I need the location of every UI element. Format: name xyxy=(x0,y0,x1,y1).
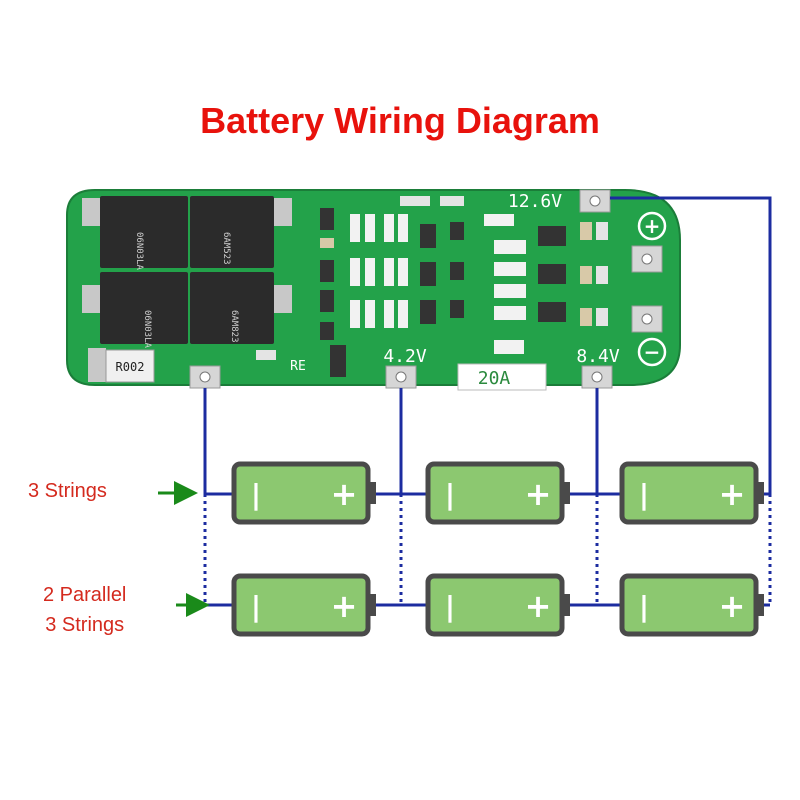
battery-positive-symbol: + xyxy=(719,475,746,513)
pad-b-minus xyxy=(189,365,221,389)
chip-label-2: 6AM523 xyxy=(221,232,231,265)
battery-negative-symbol: | xyxy=(445,590,455,623)
battery-negative-symbol: | xyxy=(639,478,649,511)
bms-board: 06N03LA 6AM523 06N03LA 6AM823 R002 xyxy=(66,189,681,391)
shunt-resistor-label: R002 xyxy=(116,360,145,374)
battery-negative-symbol: | xyxy=(639,590,649,623)
current-rating-label: 20A xyxy=(457,363,547,391)
row-label-series: 3 Strings xyxy=(28,476,107,506)
battery-cap xyxy=(564,482,570,504)
battery-body xyxy=(425,573,565,637)
battery-row2-3: |+ xyxy=(619,573,764,637)
battery-body xyxy=(231,461,371,525)
battery-row1-3: |+ xyxy=(619,461,764,525)
chip-label-1: 06N03LA xyxy=(134,232,144,271)
mosfet-chip-4: 6AM823 xyxy=(190,272,292,344)
diagram-title: Battery Wiring Diagram xyxy=(200,100,600,141)
battery-cap xyxy=(370,482,376,504)
battery-negative-symbol: | xyxy=(251,590,261,623)
battery-row2-1: |+ xyxy=(231,573,376,637)
svg-text:+: + xyxy=(644,214,661,238)
mosfet-chip-3: 06N03LA xyxy=(82,272,188,349)
mosfet-chip-2: 6AM523 xyxy=(190,196,292,268)
battery-positive-symbol: + xyxy=(525,475,552,513)
battery-body xyxy=(619,461,759,525)
battery-row1-2: |+ xyxy=(425,461,570,525)
shunt-resistor: R002 xyxy=(88,348,155,383)
battery-cap xyxy=(370,594,376,616)
battery-body xyxy=(619,573,759,637)
battery-positive-symbol: + xyxy=(719,587,746,625)
wiring xyxy=(203,196,772,607)
battery-cap xyxy=(758,482,764,504)
plus-terminal-icon: + xyxy=(637,211,667,241)
battery-negative-symbol: | xyxy=(251,478,261,511)
pad-4-2v xyxy=(385,365,417,389)
mosfet-chip-1: 06N03LA xyxy=(82,196,188,271)
pad-12-6v xyxy=(579,189,611,213)
label-4-2v: 4.2V xyxy=(383,346,427,367)
smd-components xyxy=(256,196,608,377)
battery-row1-1: |+ xyxy=(231,461,376,525)
row-label-parallel: 2 Parallel 3 Strings xyxy=(43,580,126,640)
battery-array: |+|+|+|+|+|+ xyxy=(231,461,764,637)
current-rating-text: 20A xyxy=(478,368,511,389)
battery-body xyxy=(425,461,565,525)
battery-cap xyxy=(564,594,570,616)
svg-text:−: − xyxy=(644,340,661,364)
battery-negative-symbol: | xyxy=(445,478,455,511)
row-label-series-line-1: 3 Strings xyxy=(28,480,107,502)
pad-8-4v xyxy=(581,365,613,389)
battery-positive-symbol: + xyxy=(331,475,358,513)
label-re: RE xyxy=(290,359,306,374)
parallel-connectors xyxy=(203,494,772,605)
pad-output-minus-1 xyxy=(631,305,663,333)
row-label-parallel-line-2: 3 Strings xyxy=(45,614,125,636)
label-8-4v: 8.4V xyxy=(576,346,620,367)
battery-positive-symbol: + xyxy=(331,587,358,625)
chip-label-4: 6AM823 xyxy=(229,310,239,343)
battery-body xyxy=(231,573,371,637)
battery-cap xyxy=(758,594,764,616)
chip-label-3: 06N03LA xyxy=(142,310,152,349)
battery-positive-symbol: + xyxy=(525,587,552,625)
pad-output-plus-1 xyxy=(631,245,663,273)
minus-terminal-icon: − xyxy=(637,337,667,367)
battery-row2-2: |+ xyxy=(425,573,570,637)
label-12-6v: 12.6V xyxy=(508,191,562,212)
wire-12-6v xyxy=(610,196,772,494)
row-label-parallel-line-1: 2 Parallel xyxy=(43,584,127,606)
